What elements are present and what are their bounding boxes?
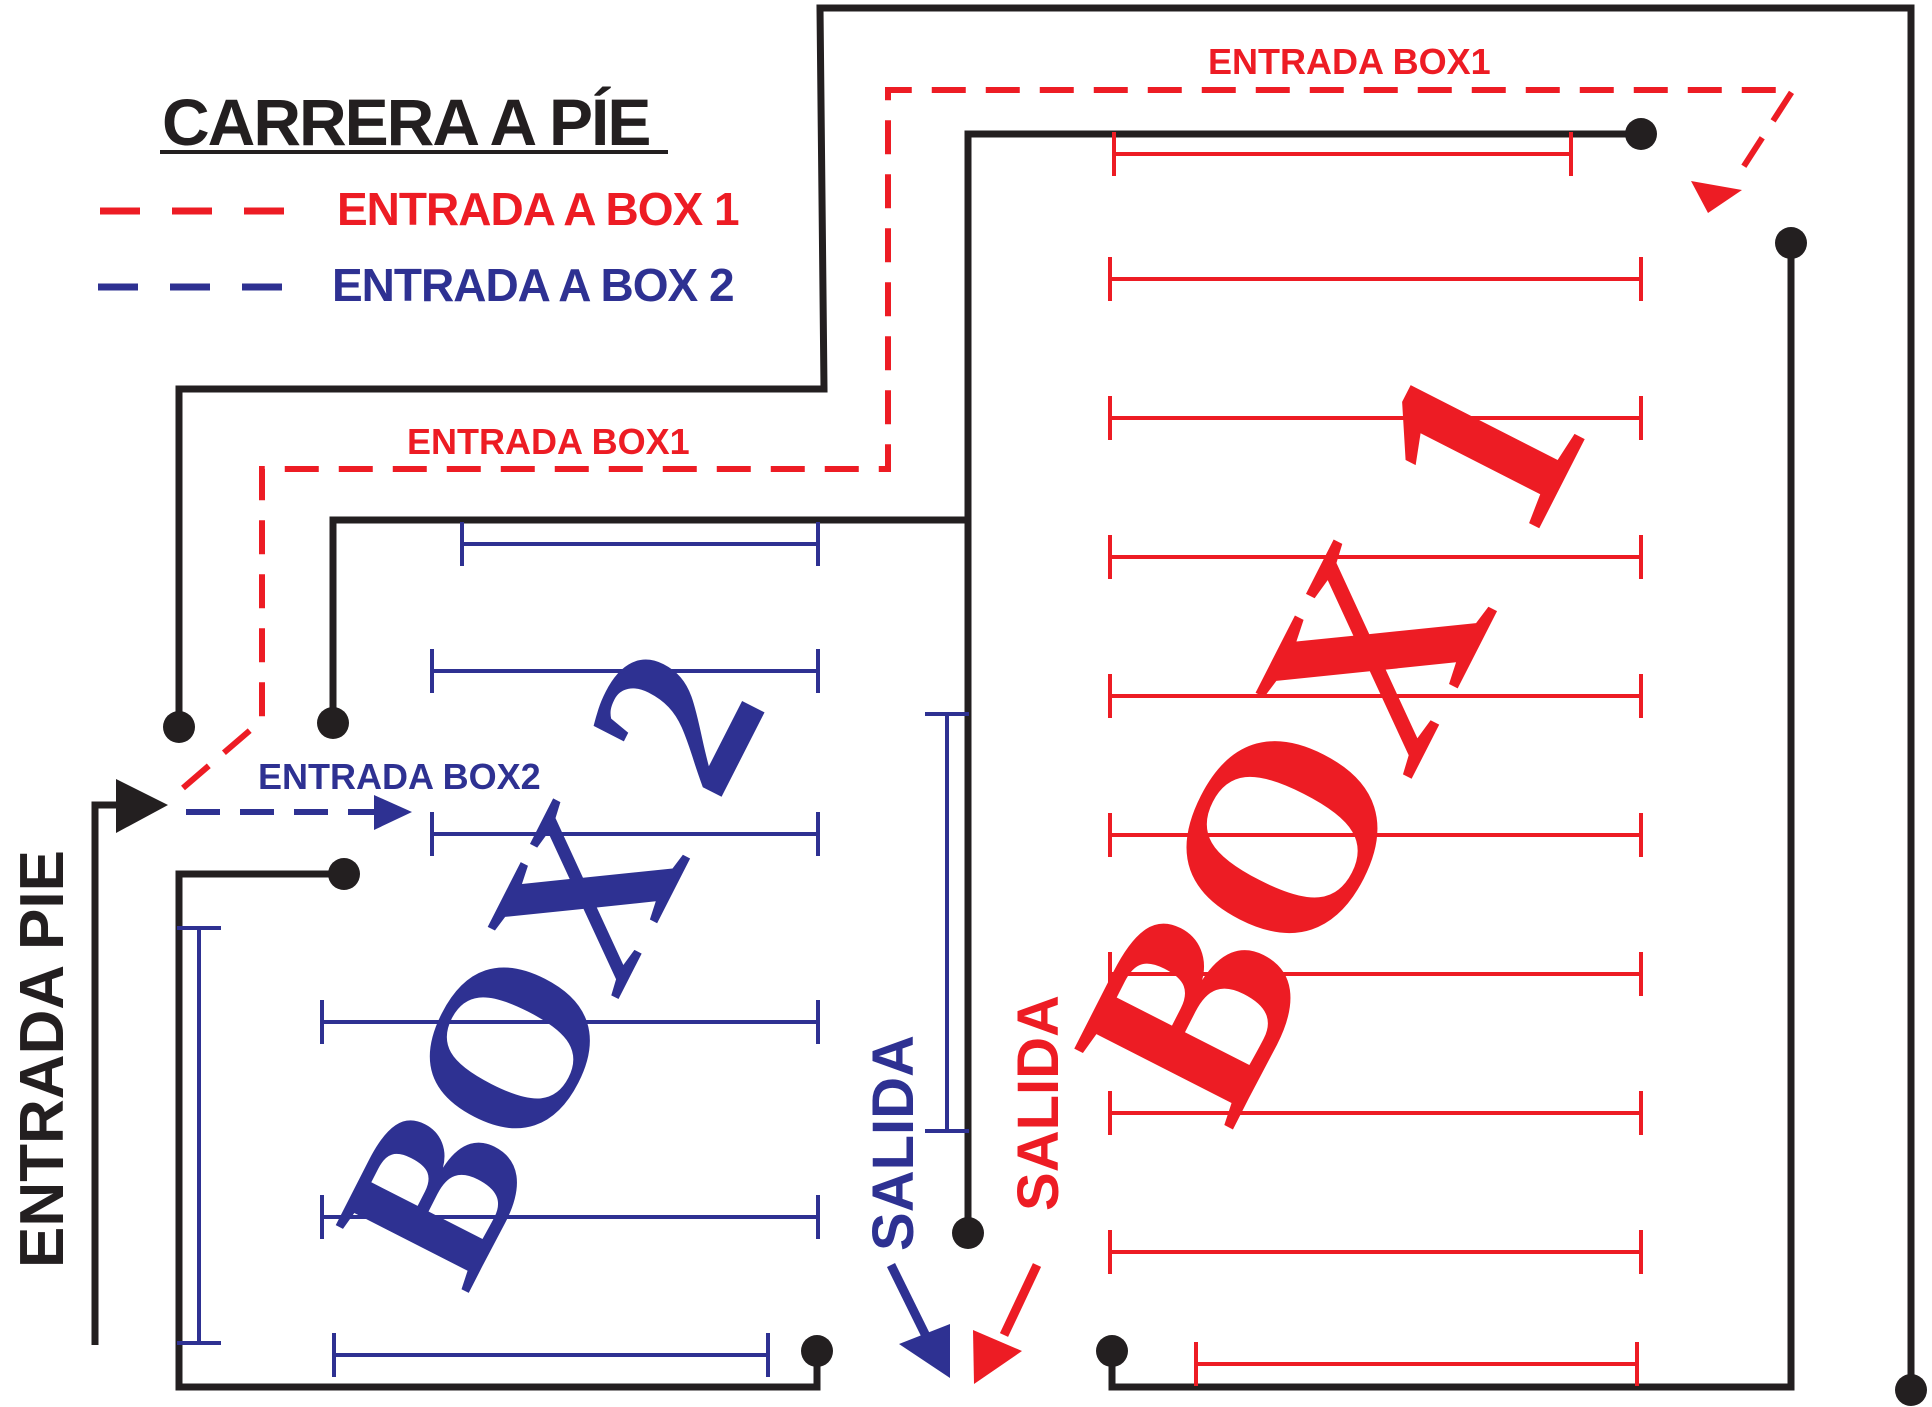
wall-end-dot <box>163 711 195 743</box>
legend-box1-label: ENTRADA A BOX 1 <box>337 183 739 235</box>
box1-left-wall <box>964 130 1641 1233</box>
wall-end-dot <box>952 1217 984 1249</box>
box1-right-wall <box>1108 243 1795 1391</box>
bike-rack <box>1112 132 1573 176</box>
outer-corridor-wall <box>175 4 1915 1390</box>
wall-end-dot <box>328 858 360 890</box>
wall-end-dot <box>1625 118 1657 150</box>
exit-box1-arrowhead <box>973 1330 1022 1384</box>
box2-title: BOX 2 <box>287 612 813 1319</box>
wall-end-dot <box>1775 227 1807 259</box>
bike-rack-vertical <box>925 712 969 1133</box>
exit-box1-arrow-shaft <box>999 1263 1042 1337</box>
bike-rack <box>1108 535 1643 579</box>
box1-title: BOX 1 <box>1015 317 1643 1161</box>
bike-rack <box>1108 257 1643 301</box>
bike-rack <box>430 812 820 856</box>
entrance-arrowhead <box>116 779 168 833</box>
box2-wall <box>175 870 821 1391</box>
legend-box2-label: ENTRADA A BOX 2 <box>332 259 734 311</box>
entrada-box1-top-label: ENTRADA BOX1 <box>1208 41 1491 82</box>
box1-racks <box>1108 132 1643 1386</box>
exit-box1: SALIDA <box>973 995 1071 1384</box>
legend: CARRERA A PÍE ENTRADA A BOX 1 ENTRADA A … <box>98 85 740 311</box>
bike-rack <box>320 1000 820 1044</box>
entrada-box1-mid-label: ENTRADA BOX1 <box>407 421 690 462</box>
routes <box>181 87 1799 830</box>
bike-rack <box>1194 1342 1639 1386</box>
inner-corridor-wall <box>329 516 968 723</box>
bike-rack <box>1108 813 1643 857</box>
wall-end-dot <box>1895 1374 1927 1406</box>
bike-rack <box>1108 396 1643 440</box>
route-box1-arrowhead <box>1691 181 1742 213</box>
exit-box2-arrowhead <box>899 1324 950 1378</box>
bike-rack <box>1108 1091 1643 1135</box>
entrada-pie-label: ENTRADA PIE <box>8 850 77 1268</box>
wall-end-dot <box>801 1335 833 1367</box>
salida-box1-label: SALIDA <box>1006 995 1071 1211</box>
route-to-box1 <box>181 87 1799 791</box>
entrance-path <box>91 801 120 1345</box>
exit-box2: SALIDA <box>861 1035 950 1378</box>
legend-title-underline <box>160 150 668 154</box>
walls <box>163 4 1927 1406</box>
entrance-arrow <box>91 779 168 1345</box>
bike-rack <box>1108 674 1643 718</box>
salida-box2-label: SALIDA <box>861 1035 926 1251</box>
bike-rack-vertical <box>177 926 221 1345</box>
route-box2-arrowhead <box>374 795 412 830</box>
bike-rack <box>460 522 820 566</box>
wall-end-dot <box>1096 1335 1128 1367</box>
bike-rack <box>1108 952 1643 996</box>
exit-box2-arrow-shaft <box>886 1263 931 1338</box>
bike-rack <box>430 649 820 693</box>
entrada-box2-label: ENTRADA BOX2 <box>258 756 541 797</box>
bike-rack <box>1108 1230 1643 1274</box>
legend-title: CARRERA A PÍE <box>162 85 649 159</box>
bike-rack <box>320 1195 820 1239</box>
bike-rack <box>332 1333 770 1377</box>
wall-end-dot <box>317 707 349 739</box>
box2-racks <box>177 522 969 1377</box>
